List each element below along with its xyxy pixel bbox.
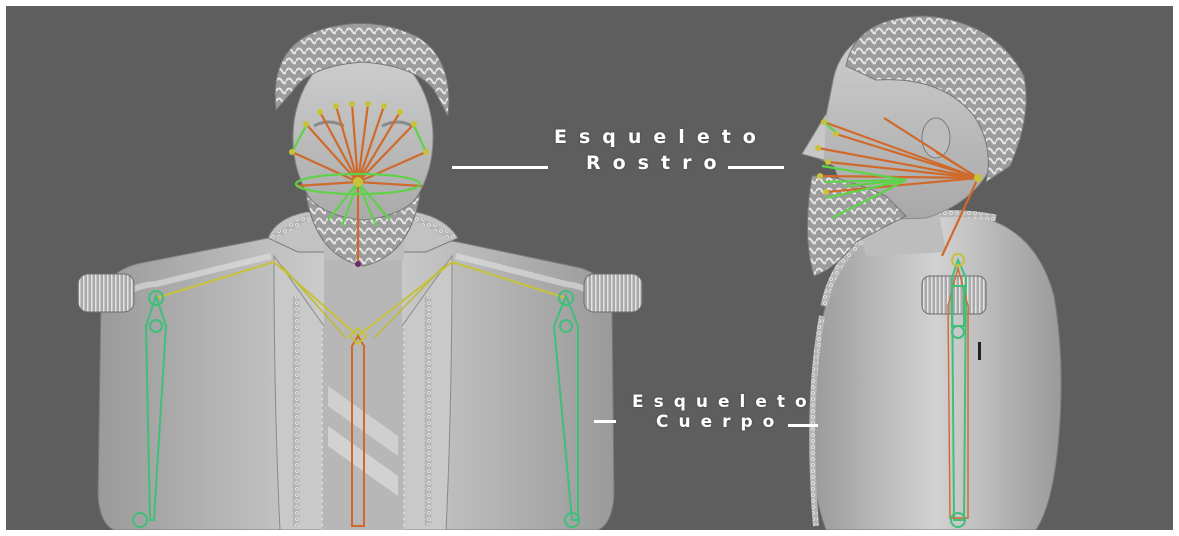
face-label-rule-left [452, 166, 548, 169]
body-label-rule-right [788, 424, 818, 427]
left-epaulette [78, 274, 134, 312]
side-torso [811, 214, 1062, 530]
body-skeleton-label-line2: Cuerpo [656, 412, 784, 432]
body-label-rule-left [594, 420, 616, 423]
right-epaulette [584, 274, 642, 312]
face-label-rule-right [728, 166, 784, 169]
front-view [78, 24, 642, 530]
face-skeleton-label-line2: Rostro [586, 152, 729, 174]
face-skeleton-label-line1: Esqueleto [554, 126, 768, 148]
side-view [802, 16, 1061, 530]
viewport-3d: Esqueleto Rostro Esqueleto Cuerpo [6, 6, 1173, 530]
body-skeleton-label-line1: Esqueleto [632, 392, 817, 412]
rig-render [6, 6, 1173, 530]
